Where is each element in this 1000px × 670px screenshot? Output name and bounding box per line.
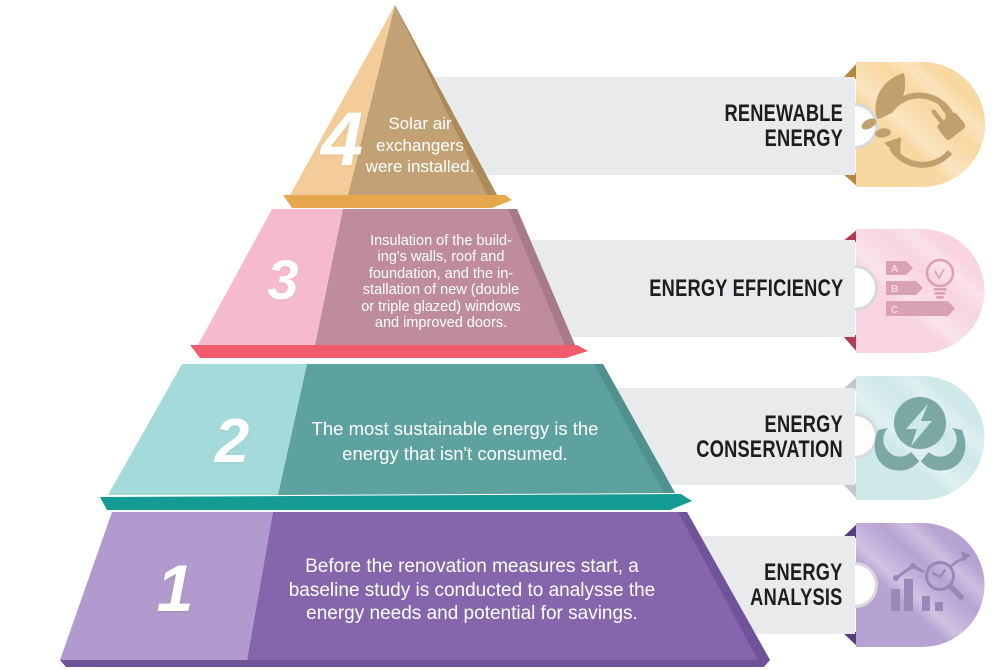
level-4-right-edge xyxy=(395,5,497,195)
level-3-number: 3 xyxy=(267,248,299,311)
pyramid xyxy=(60,5,770,667)
energy-efficiency-bar-group: A B C xyxy=(520,229,985,353)
ribbon-fold-bottom xyxy=(842,335,858,353)
level-1-right-edge xyxy=(678,512,770,660)
energy-conservation-icon xyxy=(874,397,966,471)
ribbon-fold-top xyxy=(842,376,858,390)
level-3-right-edge xyxy=(508,209,575,345)
svg-text:C: C xyxy=(891,305,898,316)
level-3-face-light xyxy=(198,209,343,345)
label-bar xyxy=(428,77,855,175)
ribbon-fold-top xyxy=(842,229,858,242)
pyramid-level-3 xyxy=(190,209,588,358)
ribbon-fold-bottom xyxy=(842,483,858,500)
level-3-face-dark xyxy=(315,209,575,345)
svg-text:A: A xyxy=(891,264,898,275)
ribbon-fold-top xyxy=(842,62,858,79)
bar-label-renewable-energy: RENEWABLE ENERGY xyxy=(724,100,843,152)
pyramid-level-4 xyxy=(283,5,512,208)
bar-end-notch xyxy=(855,268,875,308)
bar-label-energy-efficiency: ENERGY EFFICIENCY xyxy=(648,275,843,302)
level-4-description: Solar air exchangers were installed. xyxy=(365,113,475,176)
level-4-base-strip xyxy=(283,195,512,208)
pyramid-level-2 xyxy=(100,364,692,510)
level-4-number: 4 xyxy=(320,97,364,182)
level-2-face-dark xyxy=(278,364,675,495)
level-4-face-dark xyxy=(348,5,497,195)
level-2-right-edge xyxy=(594,364,675,493)
bar-label-energy-conservation: ENERGY CONSERVATION xyxy=(696,411,843,463)
level-3-base-strip xyxy=(190,345,588,358)
bar-end-notch xyxy=(855,565,875,605)
level-1-face-light xyxy=(60,512,273,660)
level-2-base-strip xyxy=(100,494,692,510)
level-2-description: The most sustainable energy is the energ… xyxy=(311,418,599,464)
level-1-number: 1 xyxy=(156,551,194,625)
level-4-face-light xyxy=(290,5,395,195)
ribbon-fold-bottom xyxy=(842,632,858,647)
bar-label-energy-analysis: ENERGY ANALYSIS xyxy=(750,559,843,611)
label-bar xyxy=(520,240,855,337)
energy-analysis-icon xyxy=(891,551,971,611)
level-1-description: Before the renovation measures start, a … xyxy=(288,555,656,624)
svg-text:B: B xyxy=(891,284,898,295)
level-1-base-strip xyxy=(60,660,770,667)
renewable-energy-bar-group xyxy=(428,62,985,187)
energy-efficiency-icon: A B C xyxy=(886,258,955,316)
ribbon-fold-top xyxy=(842,523,858,538)
ribbon-fold-bottom xyxy=(842,173,858,187)
level-2-number: 2 xyxy=(214,407,250,476)
level-3-description: Insulation of the build- ing's walls, ro… xyxy=(361,232,521,331)
level-2-face-light xyxy=(108,364,307,495)
pyramid-level-1 xyxy=(60,512,770,667)
level-1-face-dark xyxy=(247,512,770,660)
bar-end-notch xyxy=(855,416,875,456)
renewable-energy-icon xyxy=(861,73,966,168)
